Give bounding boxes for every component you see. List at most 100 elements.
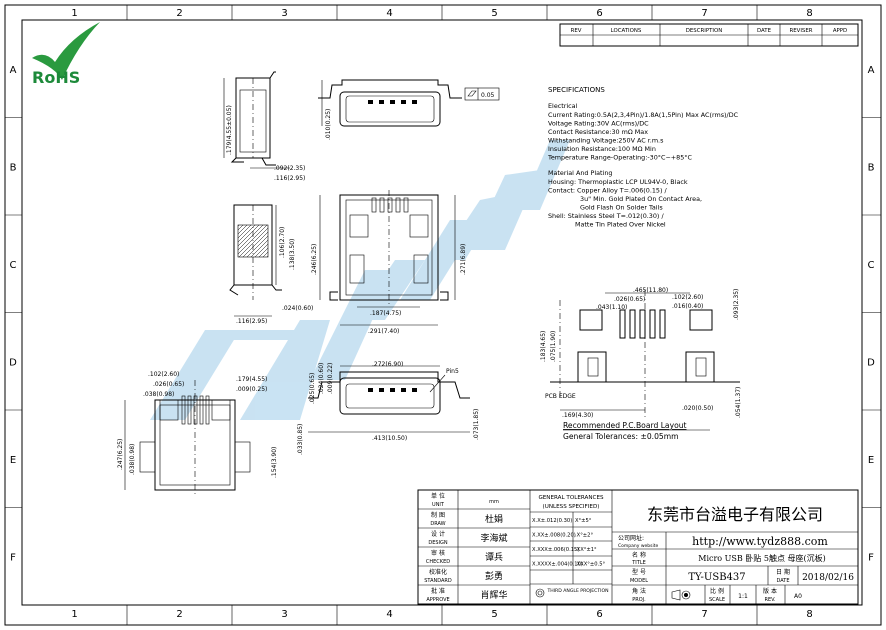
rev-header: DESCRIPTION: [686, 28, 723, 34]
border-col-label: 2: [176, 609, 182, 620]
dim-front-h3: .009(0.22): [327, 363, 334, 394]
bottom-view: .102(2.60) .026(0.65) .038(0.98) .179(4.…: [117, 371, 278, 495]
tol-row-linear: X.X±.012(0.30): [532, 518, 572, 524]
spec-material-line: Shell: Stainless Steel T=.012(0.30) /: [548, 212, 664, 220]
name-label: 名 称: [632, 551, 646, 559]
date-label: 日 期: [776, 568, 790, 576]
design-en: DESIGN: [428, 540, 448, 546]
scale-value: 1:1: [738, 593, 748, 600]
third-angle: THIRD ANGLE PROJECTION: [546, 588, 608, 594]
pcb-pad: [649, 309, 656, 339]
unit-en: UNIT: [432, 502, 445, 508]
tol-row-linear: X.XXXX±.004(0.10): [532, 562, 583, 568]
border-col-label: 1: [71, 8, 77, 19]
dim-plan-width: .291(7.40): [368, 328, 399, 335]
contact-pin: [390, 388, 395, 392]
title-block: 单 位 UNIT mm 制 图 DRAW 杜娟 设 计 DESIGN 李海斌 审…: [417, 489, 859, 605]
checked-value: 谭兵: [485, 551, 503, 563]
dim-plan-pitch: .187(4.75): [370, 310, 401, 317]
dim-side-mid-h1: .106(2.70): [279, 227, 286, 258]
flatness-value: 0.05: [481, 92, 495, 99]
border-row-label: F: [868, 552, 874, 563]
dim-pcb-e: .016(0.40): [672, 303, 703, 310]
contact-pin: [371, 197, 377, 213]
design-value: 李海斌: [480, 532, 507, 544]
rev-header: REV: [571, 28, 582, 34]
pcb-pad: [629, 309, 636, 339]
border-col-label: 4: [386, 609, 392, 620]
border-row-label: E: [868, 455, 874, 466]
pcb-pad: [659, 309, 666, 339]
draw-label: 制 图: [431, 511, 445, 519]
dim-front-top-gap: .010(0.25): [325, 109, 332, 140]
specifications: SPECIFICATIONS Electrical Current Rating…: [547, 86, 739, 229]
border-row-label: C: [10, 260, 17, 271]
dim-iso-a: .102(2.60): [148, 371, 179, 378]
tol-row-linear: X.XXX±.006(0.15): [532, 547, 579, 553]
dim-front-right: .073(1.85): [473, 409, 480, 440]
rohs-logo: RoHS: [32, 22, 100, 87]
contact-pin: [412, 388, 417, 392]
dim-plan-h2: .271(6.89): [460, 244, 467, 275]
rev-label: 版 本: [763, 587, 777, 595]
border-col-label: 7: [701, 609, 707, 620]
dim-pcb-b: .026(0.65): [614, 296, 645, 303]
dim-pcb-d: .102(2.60): [672, 294, 703, 301]
contact-pin: [368, 100, 373, 104]
dim-pcb-a: .465(11.80): [633, 287, 668, 294]
dim-pcb-c: .043(1.10): [596, 304, 627, 311]
website-en: Company website: [618, 543, 659, 549]
border-col-label: 8: [806, 8, 812, 19]
unit-value: mm: [489, 499, 499, 505]
rohs-text: RoHS: [32, 68, 80, 87]
spec-material-line: Contact: Copper Alloy T=.006(0.15) /: [548, 187, 668, 195]
dim-front-w: .272(6.90): [372, 361, 403, 368]
approve-en: APPROVE: [426, 597, 449, 603]
dim-pcb-i: .169(4.30): [562, 412, 593, 419]
spec-material-line: Gold Flash On Solder Tails: [580, 204, 663, 212]
dim-front-width: .413(10.50): [372, 435, 407, 442]
checked-en: CHECKED: [426, 559, 450, 565]
side-view-mid: .106(2.70) .138(3.50) .024(0.60) .116(2.…: [229, 204, 313, 325]
border-col-label: 6: [596, 8, 602, 19]
spec-electrical-line: Temperature Range-Operating:-30°C~+85°C: [547, 154, 692, 162]
dim-iso-e: .009(0.25): [236, 386, 267, 393]
border-col-label: 8: [806, 609, 812, 620]
company-name: 东莞市台溢电子有限公司: [647, 505, 823, 524]
dim-pcb-k: .054(1.37): [735, 387, 742, 418]
rev-value: A0: [794, 593, 802, 600]
contact-pin: [205, 395, 210, 425]
dim-pcb-j: .020(0.50): [682, 405, 713, 412]
contact-pin: [390, 100, 395, 104]
contact-pin: [379, 100, 384, 104]
contact-pin: [181, 395, 186, 425]
border-col-label: 3: [281, 8, 287, 19]
contact-pin: [379, 388, 384, 392]
model-value: TY-USB437: [688, 572, 745, 583]
name-en: TITLE: [631, 560, 646, 566]
dim-side-top-w1: .092(2.35): [274, 165, 305, 172]
pcb-layout: .465(11.80) .026(0.65) .043(1.10) .102(2…: [540, 287, 742, 441]
contact-pin: [401, 388, 406, 392]
dim-side-mid-bottom: .116(2.95): [236, 318, 267, 325]
border-col-label: 1: [71, 609, 77, 620]
pcb-pad: [619, 309, 626, 339]
dim-side-top-height: .179(4.55±0.05): [226, 105, 233, 155]
standard-label: 校准化: [429, 568, 447, 576]
tol-row-linear: X.XX±.008(0.20): [532, 533, 576, 539]
front-view-top: .010(0.25) 0.05: [318, 79, 500, 140]
model-en: MODEL: [630, 578, 648, 584]
side-view-top: .179(4.55±0.05) .092(2.35) .116(2.95): [223, 71, 305, 182]
spec-material-line: Matte Tin Plated Over Nickel: [575, 221, 666, 229]
border-row-label: B: [868, 162, 875, 173]
dim-iso-g: .038(0.98): [129, 444, 136, 475]
pcb-pad: [639, 309, 646, 339]
dim-pcb-f: .093(2.35): [733, 289, 740, 320]
dim-plan-h1: .246(6.25): [311, 244, 318, 275]
spec-material-line: 3u" Min. Gold Plated On Contact Area,: [580, 195, 702, 203]
standard-en: STANDARD: [424, 578, 452, 584]
date-en: DATE: [776, 578, 789, 584]
plan-view: .246(6.25) .271(6.89) .187(4.75) .291(7.…: [311, 190, 467, 335]
